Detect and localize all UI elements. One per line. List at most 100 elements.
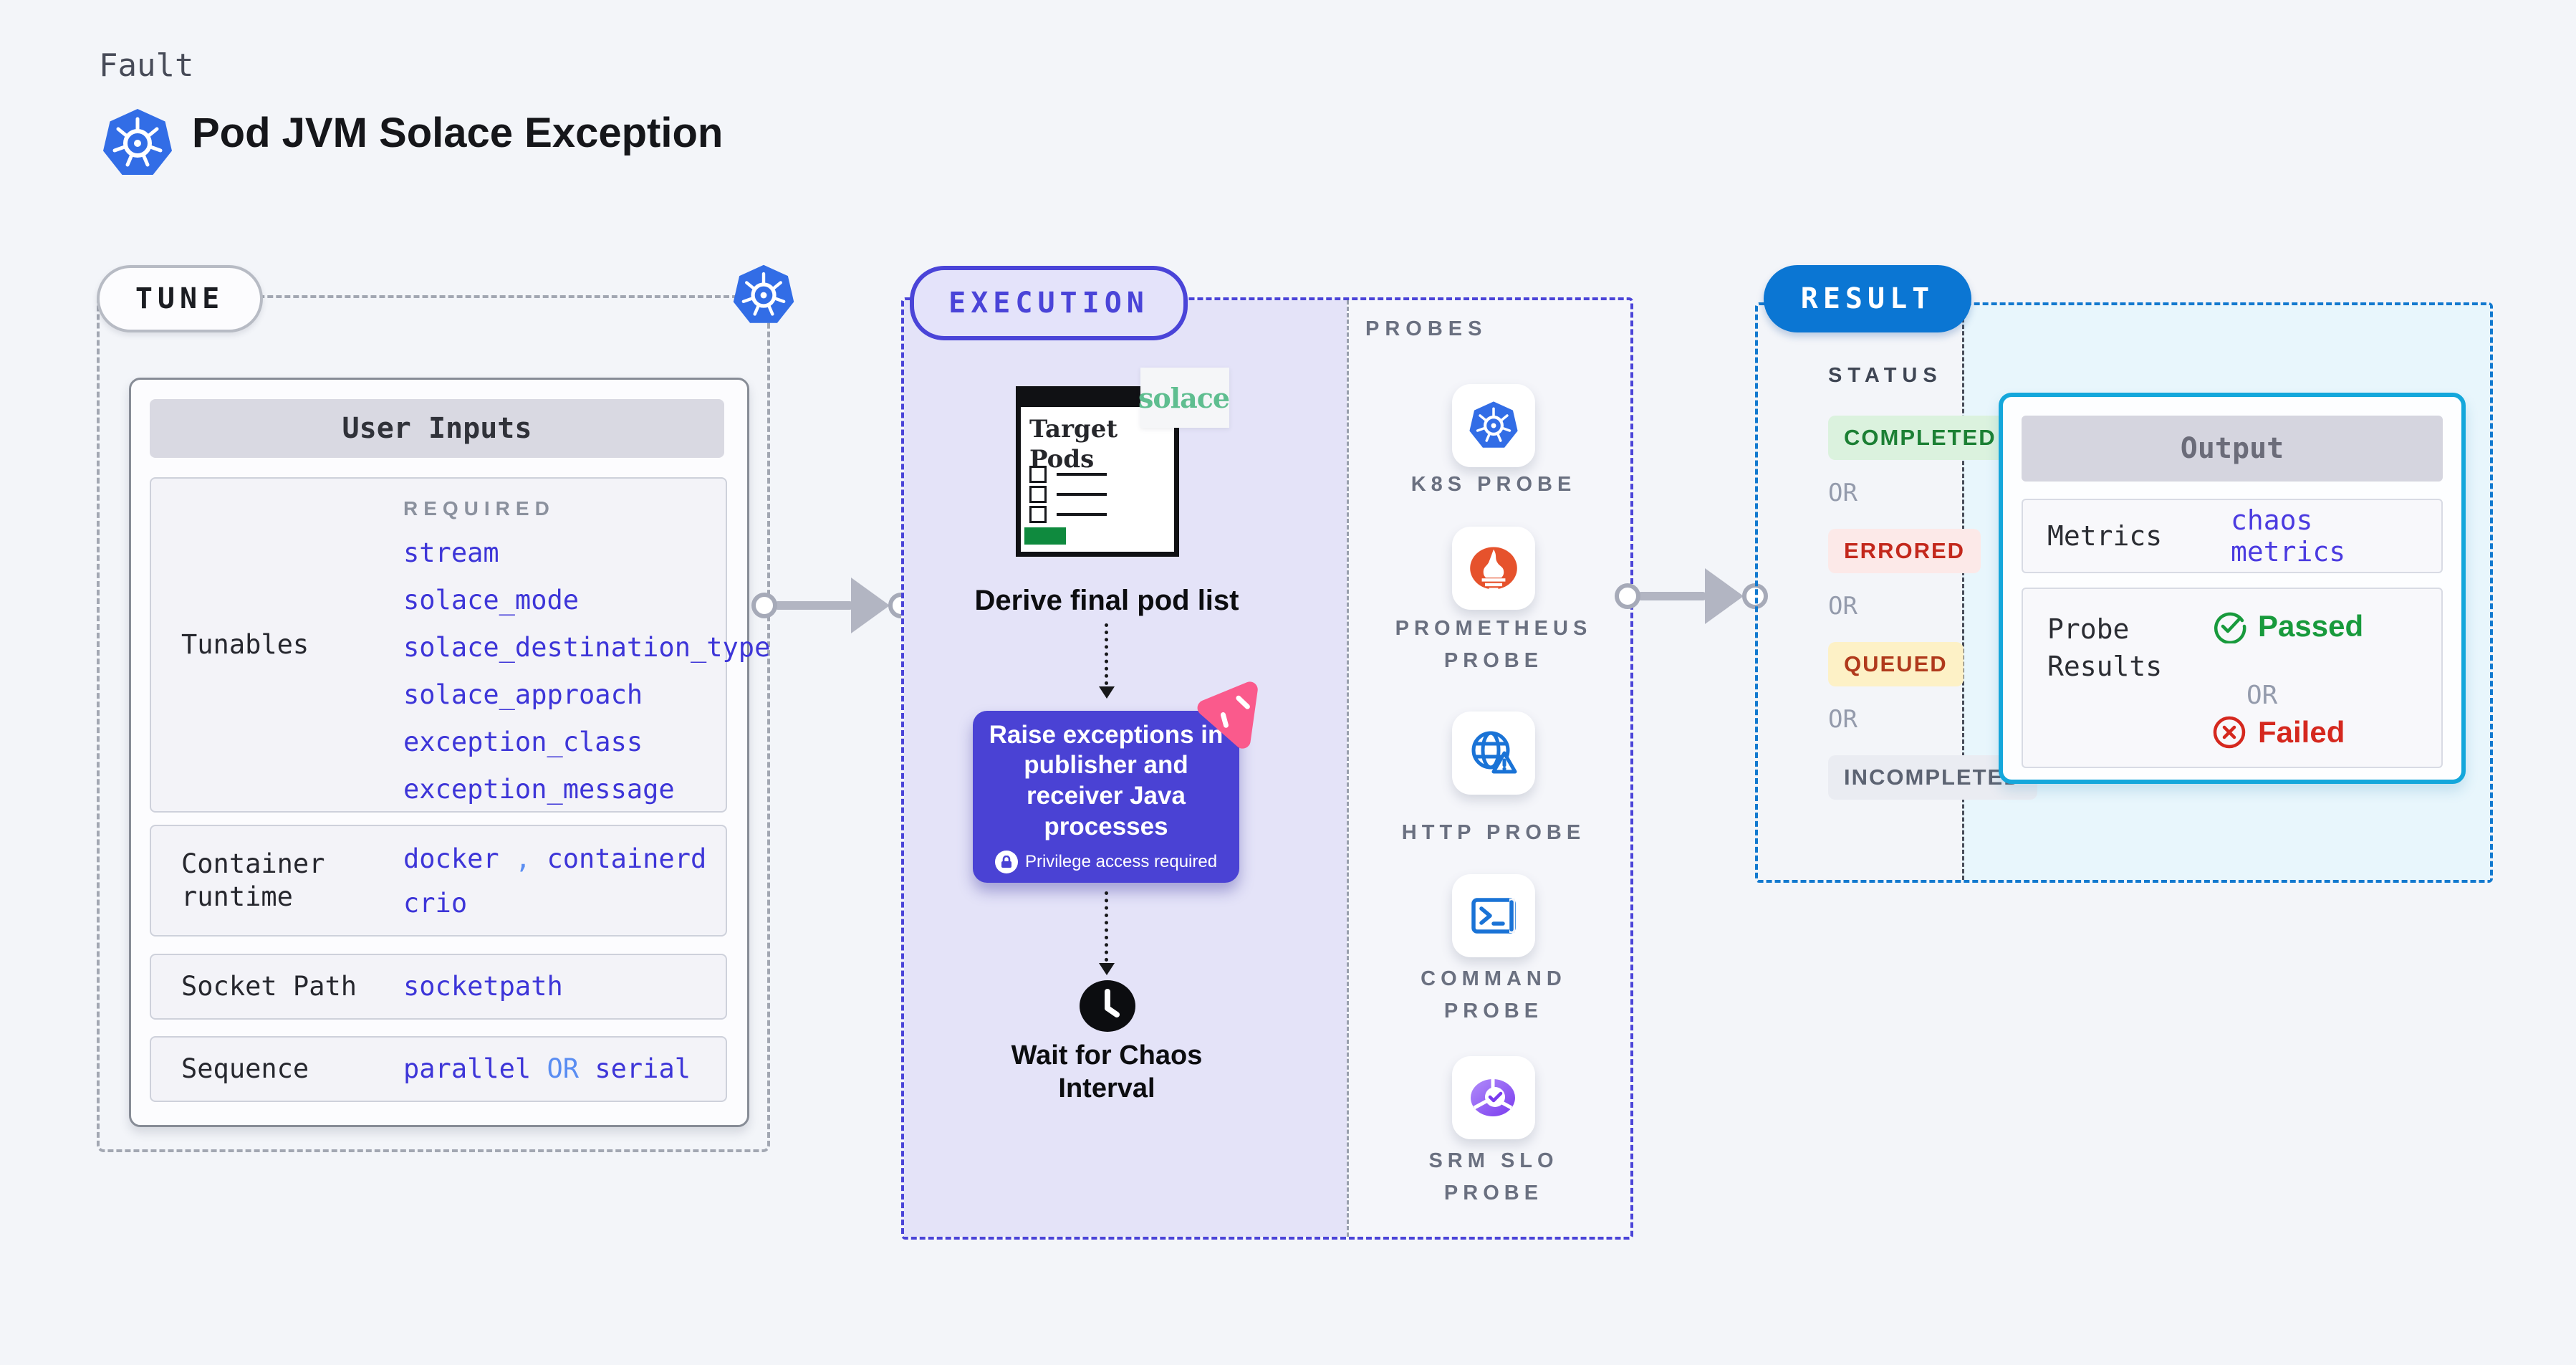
sequence-value: parallel OR serial bbox=[403, 1055, 691, 1083]
privilege-note-text: Privilege access required bbox=[1024, 852, 1218, 872]
probe-label: HTTP PROBE bbox=[1401, 821, 1586, 844]
globe-warning-icon bbox=[1471, 731, 1517, 774]
pod-list-item bbox=[1029, 506, 1107, 523]
status-or: OR bbox=[1828, 479, 1857, 507]
user-inputs-card: User Inputs Tunables REQUIRED stream sol… bbox=[129, 378, 770, 1127]
terminal-icon bbox=[1471, 898, 1516, 934]
clock-icon bbox=[1080, 980, 1135, 1032]
tunable-value: exception_message bbox=[403, 774, 675, 805]
container-runtime-values: docker , containerd crio bbox=[403, 845, 706, 918]
tune-section bbox=[97, 295, 770, 1152]
chaos-action-box: Raise exceptions in publisher and receiv… bbox=[973, 711, 1239, 883]
circle-check-icon bbox=[2214, 612, 2246, 643]
status-badge-errored: ERRORED bbox=[1828, 529, 1981, 573]
result-divider bbox=[1962, 305, 1964, 880]
user-inputs-title: User Inputs bbox=[150, 399, 724, 458]
passed-result: Passed bbox=[2212, 609, 2363, 643]
container-runtime-line: docker , containerd bbox=[403, 845, 706, 873]
checkbox-icon bbox=[1029, 486, 1047, 503]
pod-list-item bbox=[1029, 466, 1107, 483]
failed-label: Failed bbox=[2258, 715, 2345, 749]
privilege-note: Privilege access required bbox=[994, 851, 1218, 874]
failed-result: Failed bbox=[2212, 715, 2345, 749]
tunable-value: exception_class bbox=[403, 727, 643, 757]
list-line bbox=[1057, 493, 1107, 496]
container-runtime-row: Container runtime docker , containerd cr… bbox=[150, 825, 727, 937]
derive-pod-list-label: Derive final pod list bbox=[974, 585, 1239, 616]
pie-check-icon bbox=[1471, 1078, 1515, 1116]
prometheus-flame-icon bbox=[1470, 547, 1517, 593]
output-card: Output Metrics chaos metrics Probe Resul… bbox=[1999, 393, 2466, 784]
dotted-arrow-head bbox=[1099, 686, 1115, 699]
status-badge-queued: QUEUED bbox=[1828, 642, 1964, 686]
solace-logo-text: solace bbox=[1138, 381, 1230, 414]
probe-results-label: Probe Results bbox=[2047, 613, 2163, 682]
probe-label: PROMETHEUS PROBE bbox=[1395, 617, 1592, 672]
flow-arrow-line bbox=[1637, 592, 1707, 600]
checkbox-icon bbox=[1029, 506, 1047, 523]
flow-arrow-head bbox=[851, 578, 890, 633]
tunable-value: solace_destination_type bbox=[403, 632, 771, 663]
sequence-or: OR bbox=[547, 1053, 580, 1084]
list-line bbox=[1057, 473, 1107, 476]
execution-badge: EXECUTION bbox=[910, 266, 1188, 340]
runtime-value: containerd bbox=[547, 843, 707, 874]
status-or: OR bbox=[1828, 705, 1857, 734]
container-runtime-label: Container runtime bbox=[181, 848, 325, 912]
sequence-option: parallel bbox=[403, 1053, 532, 1084]
tune-badge: TUNE bbox=[97, 265, 263, 332]
status-title: STATUS bbox=[1828, 364, 1943, 387]
checkbox-icon bbox=[1029, 466, 1047, 483]
list-line bbox=[1057, 513, 1107, 516]
flow-arrow-head bbox=[1705, 568, 1744, 624]
wait-chaos-interval-label: Wait for Chaos Interval bbox=[1011, 1040, 1203, 1103]
probe-card-srm-slo bbox=[1452, 1056, 1535, 1139]
sequence-label: Sequence bbox=[181, 1053, 309, 1084]
metrics-label: Metrics bbox=[2047, 520, 2163, 552]
window-titlebar bbox=[1021, 391, 1174, 407]
fault-eyebrow: Fault bbox=[99, 47, 194, 84]
runtime-value: docker bbox=[403, 843, 499, 874]
metrics-row: Metrics chaos metrics bbox=[2022, 499, 2443, 573]
runtime-separator: , bbox=[514, 843, 532, 874]
kubernetes-icon bbox=[103, 109, 172, 175]
passed-label: Passed bbox=[2258, 609, 2364, 643]
socket-path-value: socketpath bbox=[403, 971, 563, 1002]
probe-results-row: Probe Results Passed OR Failed bbox=[2022, 588, 2443, 768]
sequence-row: Sequence parallel OR serial bbox=[150, 1036, 727, 1102]
flow-connector-dot bbox=[751, 593, 777, 618]
flow-connector-dot bbox=[1615, 583, 1640, 609]
chaos-action-text: Raise exceptions in publisher and receiv… bbox=[989, 720, 1224, 840]
metrics-value: chaos metrics bbox=[2231, 504, 2346, 567]
dotted-arrow bbox=[1105, 623, 1108, 685]
socket-path-label: Socket Path bbox=[181, 971, 357, 1002]
probe-card-command bbox=[1452, 874, 1535, 957]
status-badge-completed: COMPLETED bbox=[1828, 416, 2012, 460]
tunables-values: REQUIRED stream solace_mode solace_desti… bbox=[403, 497, 770, 804]
results-or: OR bbox=[2246, 681, 2278, 710]
circle-x-icon bbox=[2213, 716, 2246, 749]
socket-path-row: Socket Path socketpath bbox=[150, 954, 727, 1020]
probe-label: K8S PROBE bbox=[1410, 473, 1577, 496]
probe-card-http bbox=[1452, 712, 1535, 795]
tunables-row: Tunables REQUIRED stream solace_mode sol… bbox=[150, 477, 770, 813]
kubernetes-icon bbox=[733, 264, 794, 323]
required-label: REQUIRED bbox=[403, 497, 555, 519]
tunables-label: Tunables bbox=[181, 629, 309, 660]
probe-label: COMMAND PROBE bbox=[1421, 967, 1567, 1022]
target-pods-title: Target Pods bbox=[1029, 415, 1118, 474]
tunable-value: stream bbox=[403, 537, 499, 568]
status-or: OR bbox=[1828, 592, 1857, 621]
probes-title: PROBES bbox=[1365, 317, 1488, 340]
flow-arrow-line bbox=[774, 601, 854, 610]
green-button-shape bbox=[1024, 527, 1066, 545]
lock-icon bbox=[994, 851, 1018, 874]
probe-card-k8s bbox=[1452, 384, 1535, 467]
kubernetes-wheel-icon bbox=[1469, 401, 1518, 448]
sequence-option: serial bbox=[595, 1053, 691, 1084]
solace-logo: solace bbox=[1138, 368, 1230, 428]
tunable-value: solace_approach bbox=[403, 679, 643, 710]
tunable-value: solace_mode bbox=[403, 585, 580, 616]
probes-divider bbox=[1347, 300, 1349, 1237]
output-title: Output bbox=[2022, 416, 2443, 482]
